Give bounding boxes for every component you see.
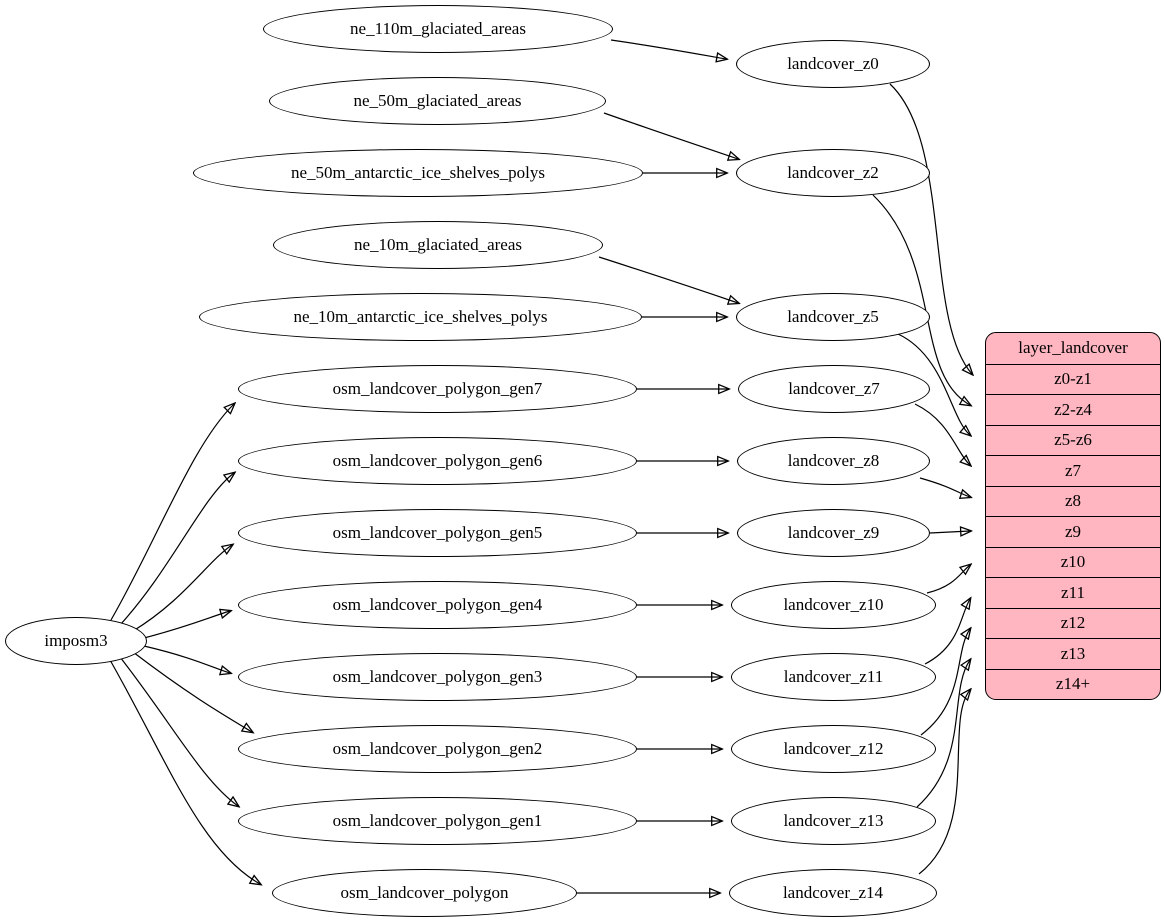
node-landcover-z0: landcover_z0: [736, 40, 930, 88]
node-osm-landcover-polygon-gen4: osm_landcover_polygon_gen4: [238, 581, 637, 629]
edge-imposm3-gen2: [132, 651, 252, 732]
record-row-z13: z13: [986, 638, 1160, 669]
record-row-z14plus: z14+: [986, 668, 1160, 700]
edge-z13-row-z13: [916, 660, 970, 808]
record-row-z7: z7: [986, 455, 1160, 486]
node-osm-landcover-polygon-gen5: osm_landcover_polygon_gen5: [238, 509, 637, 557]
edge-imposm3-gen6: [119, 473, 234, 626]
record-row-z9: z9: [986, 516, 1160, 547]
edge-z0-row-z0z1: [889, 83, 972, 374]
edge-imposm3-gen3: [143, 645, 230, 673]
edge-imposm3-polygon: [109, 659, 260, 884]
node-landcover-z12: landcover_z12: [731, 725, 936, 773]
record-row-z8: z8: [986, 485, 1160, 517]
edge-ne50m-glaciated-z2: [603, 112, 738, 159]
node-osm-landcover-polygon-gen7: osm_landcover_polygon_gen7: [238, 365, 637, 413]
record-row-z12: z12: [986, 607, 1160, 639]
node-landcover-z5: landcover_z5: [736, 293, 930, 341]
edge-imposm3-gen1: [119, 656, 238, 806]
node-landcover-z14: landcover_z14: [729, 869, 937, 917]
edge-imposm3-gen4: [143, 611, 230, 639]
node-landcover-z7: landcover_z7: [738, 365, 930, 413]
node-imposm3: imposm3: [5, 617, 147, 665]
edge-z10-row-z10: [926, 565, 970, 594]
edge-z5-row-z5z6: [897, 333, 970, 435]
edge-z14-row-z14plus: [918, 690, 970, 875]
edge-z7-row-z7: [914, 403, 970, 465]
node-ne-50m-glaciated-areas: ne_50m_glaciated_areas: [269, 77, 606, 125]
node-landcover-z13: landcover_z13: [731, 797, 936, 845]
record-row-z11: z11: [986, 577, 1160, 608]
record-row-z5-z6: z5-z6: [986, 424, 1160, 456]
node-ne-10m-glaciated-areas: ne_10m_glaciated_areas: [273, 221, 603, 269]
node-landcover-z2: landcover_z2: [736, 149, 930, 197]
record-row-z2-z4: z2-z4: [986, 394, 1160, 425]
node-landcover-z8: landcover_z8: [737, 437, 930, 485]
node-ne-50m-antarctic-ice-shelves-polys: ne_50m_antarctic_ice_shelves_polys: [193, 149, 643, 197]
edge-z11-row-z11: [924, 599, 970, 665]
edge-ne110m-z0: [610, 39, 726, 59]
node-osm-landcover-polygon-gen6: osm_landcover_polygon_gen6: [238, 437, 637, 485]
edge-z9-row-z9: [929, 531, 970, 533]
node-landcover-z11: landcover_z11: [731, 653, 936, 701]
node-ne-10m-antarctic-ice-shelves-polys: ne_10m_antarctic_ice_shelves_polys: [199, 293, 642, 341]
record-row-z10: z10: [986, 546, 1160, 578]
record-title: layer_landcover: [1018, 338, 1128, 358]
edge-z8-row-z8: [919, 477, 970, 497]
node-osm-landcover-polygon-gen2: osm_landcover_polygon_gen2: [238, 725, 637, 773]
node-landcover-z9: landcover_z9: [737, 509, 930, 557]
edge-imposm3-gen7: [110, 404, 234, 621]
edge-imposm3-gen5: [132, 545, 232, 632]
edge-ne10m-glaciated-z5: [598, 256, 738, 303]
node-ne-110m-glaciated-areas: ne_110m_glaciated_areas: [263, 5, 613, 53]
node-osm-landcover-polygon-gen1: osm_landcover_polygon_gen1: [238, 797, 637, 845]
edge-z12-row-z12: [920, 629, 970, 736]
node-landcover-z10: landcover_z10: [731, 581, 936, 629]
record-row-z0-z1: z0-z1: [986, 363, 1160, 395]
node-osm-landcover-polygon-gen3: osm_landcover_polygon_gen3: [238, 653, 637, 701]
layer-landcover-record: layer_landcover z0-z1 z2-z4 z5-z6 z7 z8 …: [985, 332, 1161, 700]
node-osm-landcover-polygon: osm_landcover_polygon: [272, 869, 577, 917]
